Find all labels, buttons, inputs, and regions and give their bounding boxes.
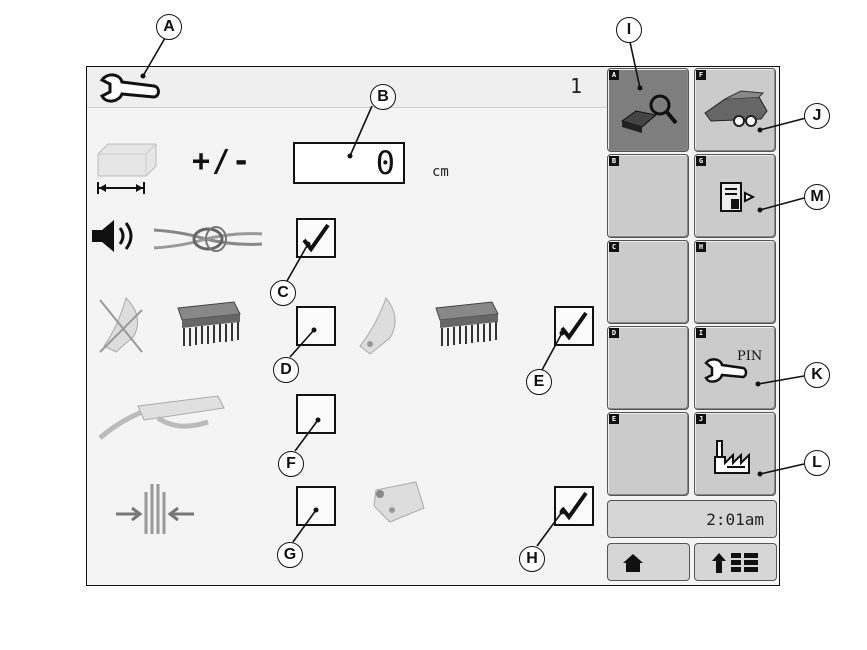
callout-g: G [277, 542, 303, 568]
up-menu-icon [712, 553, 758, 573]
menu-button[interactable] [694, 543, 777, 581]
softkey-d[interactable]: D [607, 326, 689, 410]
callout-b: B [370, 84, 396, 110]
callout-l: L [804, 450, 830, 476]
pin-label: PIN [737, 349, 763, 364]
wrench-icon [99, 73, 160, 103]
softkey-a-diagnostics[interactable]: A [607, 68, 689, 152]
callout-h: H [519, 546, 545, 572]
plus-minus-label: +/- [192, 144, 253, 179]
clock: 2:01am [607, 500, 777, 538]
callout-m: M [804, 184, 830, 210]
title-bar [87, 67, 607, 108]
checkmark-icon [560, 311, 588, 341]
knot-alarm-checkbox[interactable] [296, 218, 336, 258]
knife-right-checkbox[interactable] [554, 306, 594, 346]
knife-disabled-icon [99, 297, 143, 353]
softkey-f-baler[interactable]: F [694, 68, 776, 152]
callout-d: D [273, 357, 299, 383]
factory-icon [714, 440, 750, 474]
bale-length-icon [97, 143, 157, 194]
callout-f: F [278, 451, 304, 477]
brush-icon [435, 301, 499, 346]
unit-label: cm [432, 164, 449, 180]
home-button[interactable] [607, 543, 690, 581]
baler-icon [704, 90, 768, 127]
knife-left-checkbox[interactable] [296, 306, 336, 346]
page-number: 1 [570, 74, 583, 98]
packer-checkbox[interactable] [296, 486, 336, 526]
callout-c: C [270, 280, 296, 306]
knife-icon [359, 296, 396, 355]
speaker-icon [92, 220, 133, 252]
grease-checkbox[interactable] [296, 394, 336, 434]
callout-a: A [156, 14, 182, 40]
softkey-h[interactable]: H [694, 240, 776, 324]
length-adjust-input[interactable]: 0 [293, 142, 405, 184]
softkey-e[interactable]: E [607, 412, 689, 496]
home-icon [623, 554, 643, 572]
grease-gun-icon [98, 395, 225, 440]
softkey-i-pin[interactable]: I PIN [694, 326, 776, 410]
callout-e: E [526, 369, 552, 395]
callout-k: K [804, 362, 830, 388]
softkey-j-factory[interactable]: J [694, 412, 776, 496]
document-export-icon [720, 182, 756, 212]
callout-j: J [804, 103, 830, 129]
softkey-b[interactable]: B [607, 154, 689, 238]
brush-icon [177, 301, 241, 346]
twine-knot-icon [153, 226, 263, 252]
cutter-checkbox[interactable] [554, 486, 594, 526]
softkey-c[interactable]: C [607, 240, 689, 324]
checkmark-icon [560, 491, 588, 521]
wrench-pin-icon [704, 358, 748, 383]
softkey-g-export[interactable]: G [694, 154, 776, 238]
callout-i: I [616, 17, 642, 43]
cutter-icon [373, 481, 425, 523]
diagnostic-search-icon [620, 94, 678, 133]
packer-icon [116, 484, 194, 534]
